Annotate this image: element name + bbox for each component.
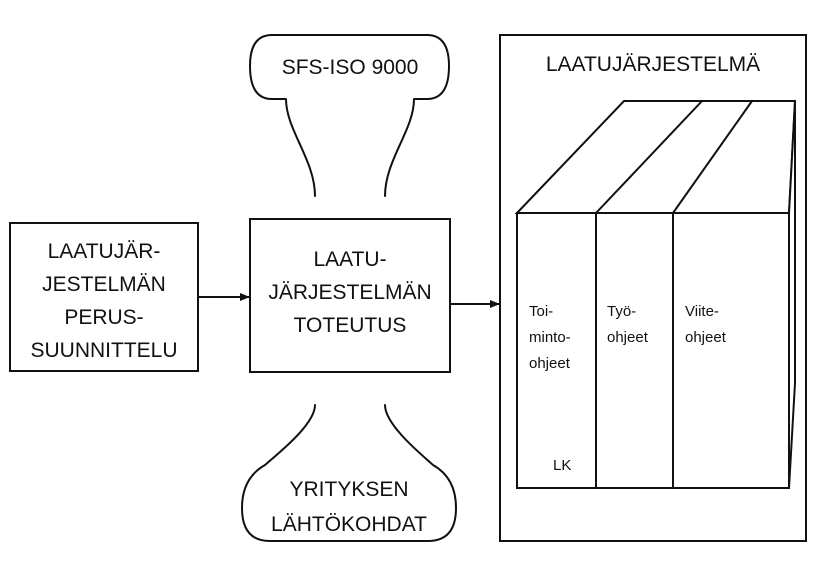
svg-text:ohjeet: ohjeet: [529, 355, 571, 372]
svg-text:LAATU-: LAATU-: [313, 248, 386, 271]
svg-text:minto-: minto-: [529, 329, 571, 346]
svg-text:LAATUJÄR-: LAATUJÄR-: [48, 240, 161, 263]
svg-text:Toi-: Toi-: [529, 303, 553, 320]
svg-text:SUUNNITTELU: SUUNNITTELU: [30, 339, 177, 362]
svg-text:Viite-: Viite-: [685, 303, 719, 320]
svg-text:ohjeet: ohjeet: [685, 329, 727, 346]
quality-system-title: LAATUJÄRJESTELMÄ: [546, 53, 760, 76]
svg-text:JÄRJESTELMÄN: JÄRJESTELMÄN: [268, 281, 431, 304]
company-input-label-line1: YRITYKSEN: [289, 478, 408, 501]
svg-text:PERUS-: PERUS-: [64, 306, 143, 329]
standard-input-label: SFS-ISO 9000: [282, 56, 419, 79]
svg-text:TOTEUTUS: TOTEUTUS: [294, 314, 407, 337]
svg-text:Työ-: Työ-: [607, 303, 636, 320]
svg-text:ohjeet: ohjeet: [607, 329, 649, 346]
binder-procedures-tag: LK: [553, 457, 571, 474]
company-input-label-line2: LÄHTÖKOHDAT: [271, 513, 427, 536]
svg-text:JESTELMÄN: JESTELMÄN: [42, 273, 166, 296]
